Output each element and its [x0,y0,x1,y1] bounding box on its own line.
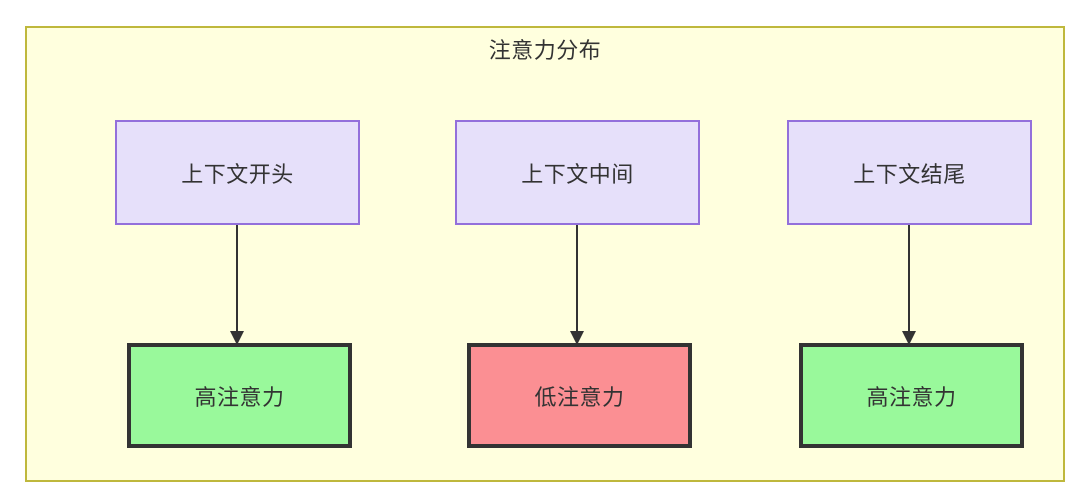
node-context-end[interactable]: 上下文结尾 [787,120,1032,225]
node-attention-start-label: 高注意力 [194,384,285,410]
node-context-middle[interactable]: 上下文中间 [455,120,700,225]
attention-distribution-subgraph: 注意力分布 上下文开头 高注意力 上下文中间 [25,26,1065,482]
node-context-middle-label: 上下文中间 [521,161,634,187]
arrow-start [229,225,245,345]
arrow-end [901,225,917,345]
node-attention-end[interactable]: 高注意力 [799,343,1024,448]
subgraph-title: 注意力分布 [488,38,602,63]
node-attention-middle[interactable]: 低注意力 [467,343,692,448]
node-attention-end-label: 高注意力 [866,384,957,410]
node-context-start[interactable]: 上下文开头 [115,120,360,225]
node-attention-start[interactable]: 高注意力 [127,343,352,448]
node-attention-middle-label: 低注意力 [534,384,625,410]
node-context-end-label: 上下文结尾 [853,161,966,187]
node-context-start-label: 上下文开头 [181,161,294,187]
arrow-middle [569,225,585,345]
